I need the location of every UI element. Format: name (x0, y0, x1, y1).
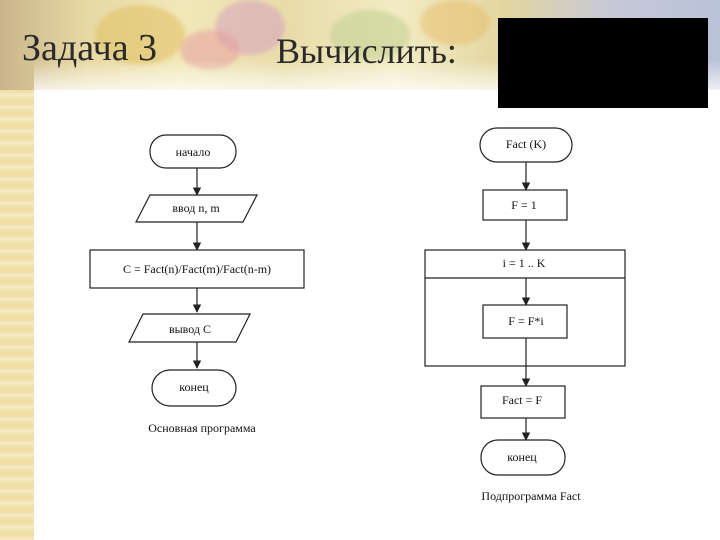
assign-label: Fact = F (502, 393, 542, 407)
input-label: ввод n, m (172, 201, 220, 215)
output-parallelogram (128, 313, 251, 343)
decor-left-band (0, 0, 34, 540)
input-parallelogram (135, 194, 258, 223)
compute-title: Вычислить: (276, 31, 457, 71)
decor-flower (420, 0, 490, 45)
sub-caption: Подпрограмма Fact (481, 489, 581, 503)
body-process-box (482, 304, 568, 339)
start-terminal (149, 134, 237, 169)
output-label: вывод C (169, 322, 211, 336)
decor-flower (95, 5, 185, 65)
assign-process-box (480, 385, 566, 419)
formula-redacted-box (498, 18, 708, 108)
sub-start-terminal (479, 127, 573, 163)
end-terminal (151, 369, 237, 407)
init-label: F = 1 (511, 198, 536, 212)
sub-end-terminal (480, 439, 566, 476)
main-flowchart (89, 134, 305, 407)
task-title: Задача 3 (22, 27, 158, 69)
sub-flowchart (424, 127, 626, 476)
body-label: F = F*i (508, 314, 544, 328)
sub-start-label: Fact (K) (506, 137, 546, 151)
loop-label: i = 1 .. K (503, 256, 546, 270)
calc-process-box (89, 249, 305, 289)
sub-end-label: конец (507, 450, 537, 464)
decor-flower (330, 10, 410, 60)
loop-frame (424, 249, 626, 367)
end-label: конец (179, 380, 209, 394)
start-label: начало (176, 145, 211, 159)
main-caption: Основная программа (148, 421, 256, 435)
calc-label: C = Fact(n)/Fact(m)/Fact(n-m) (123, 262, 271, 276)
init-process-box (482, 189, 568, 221)
